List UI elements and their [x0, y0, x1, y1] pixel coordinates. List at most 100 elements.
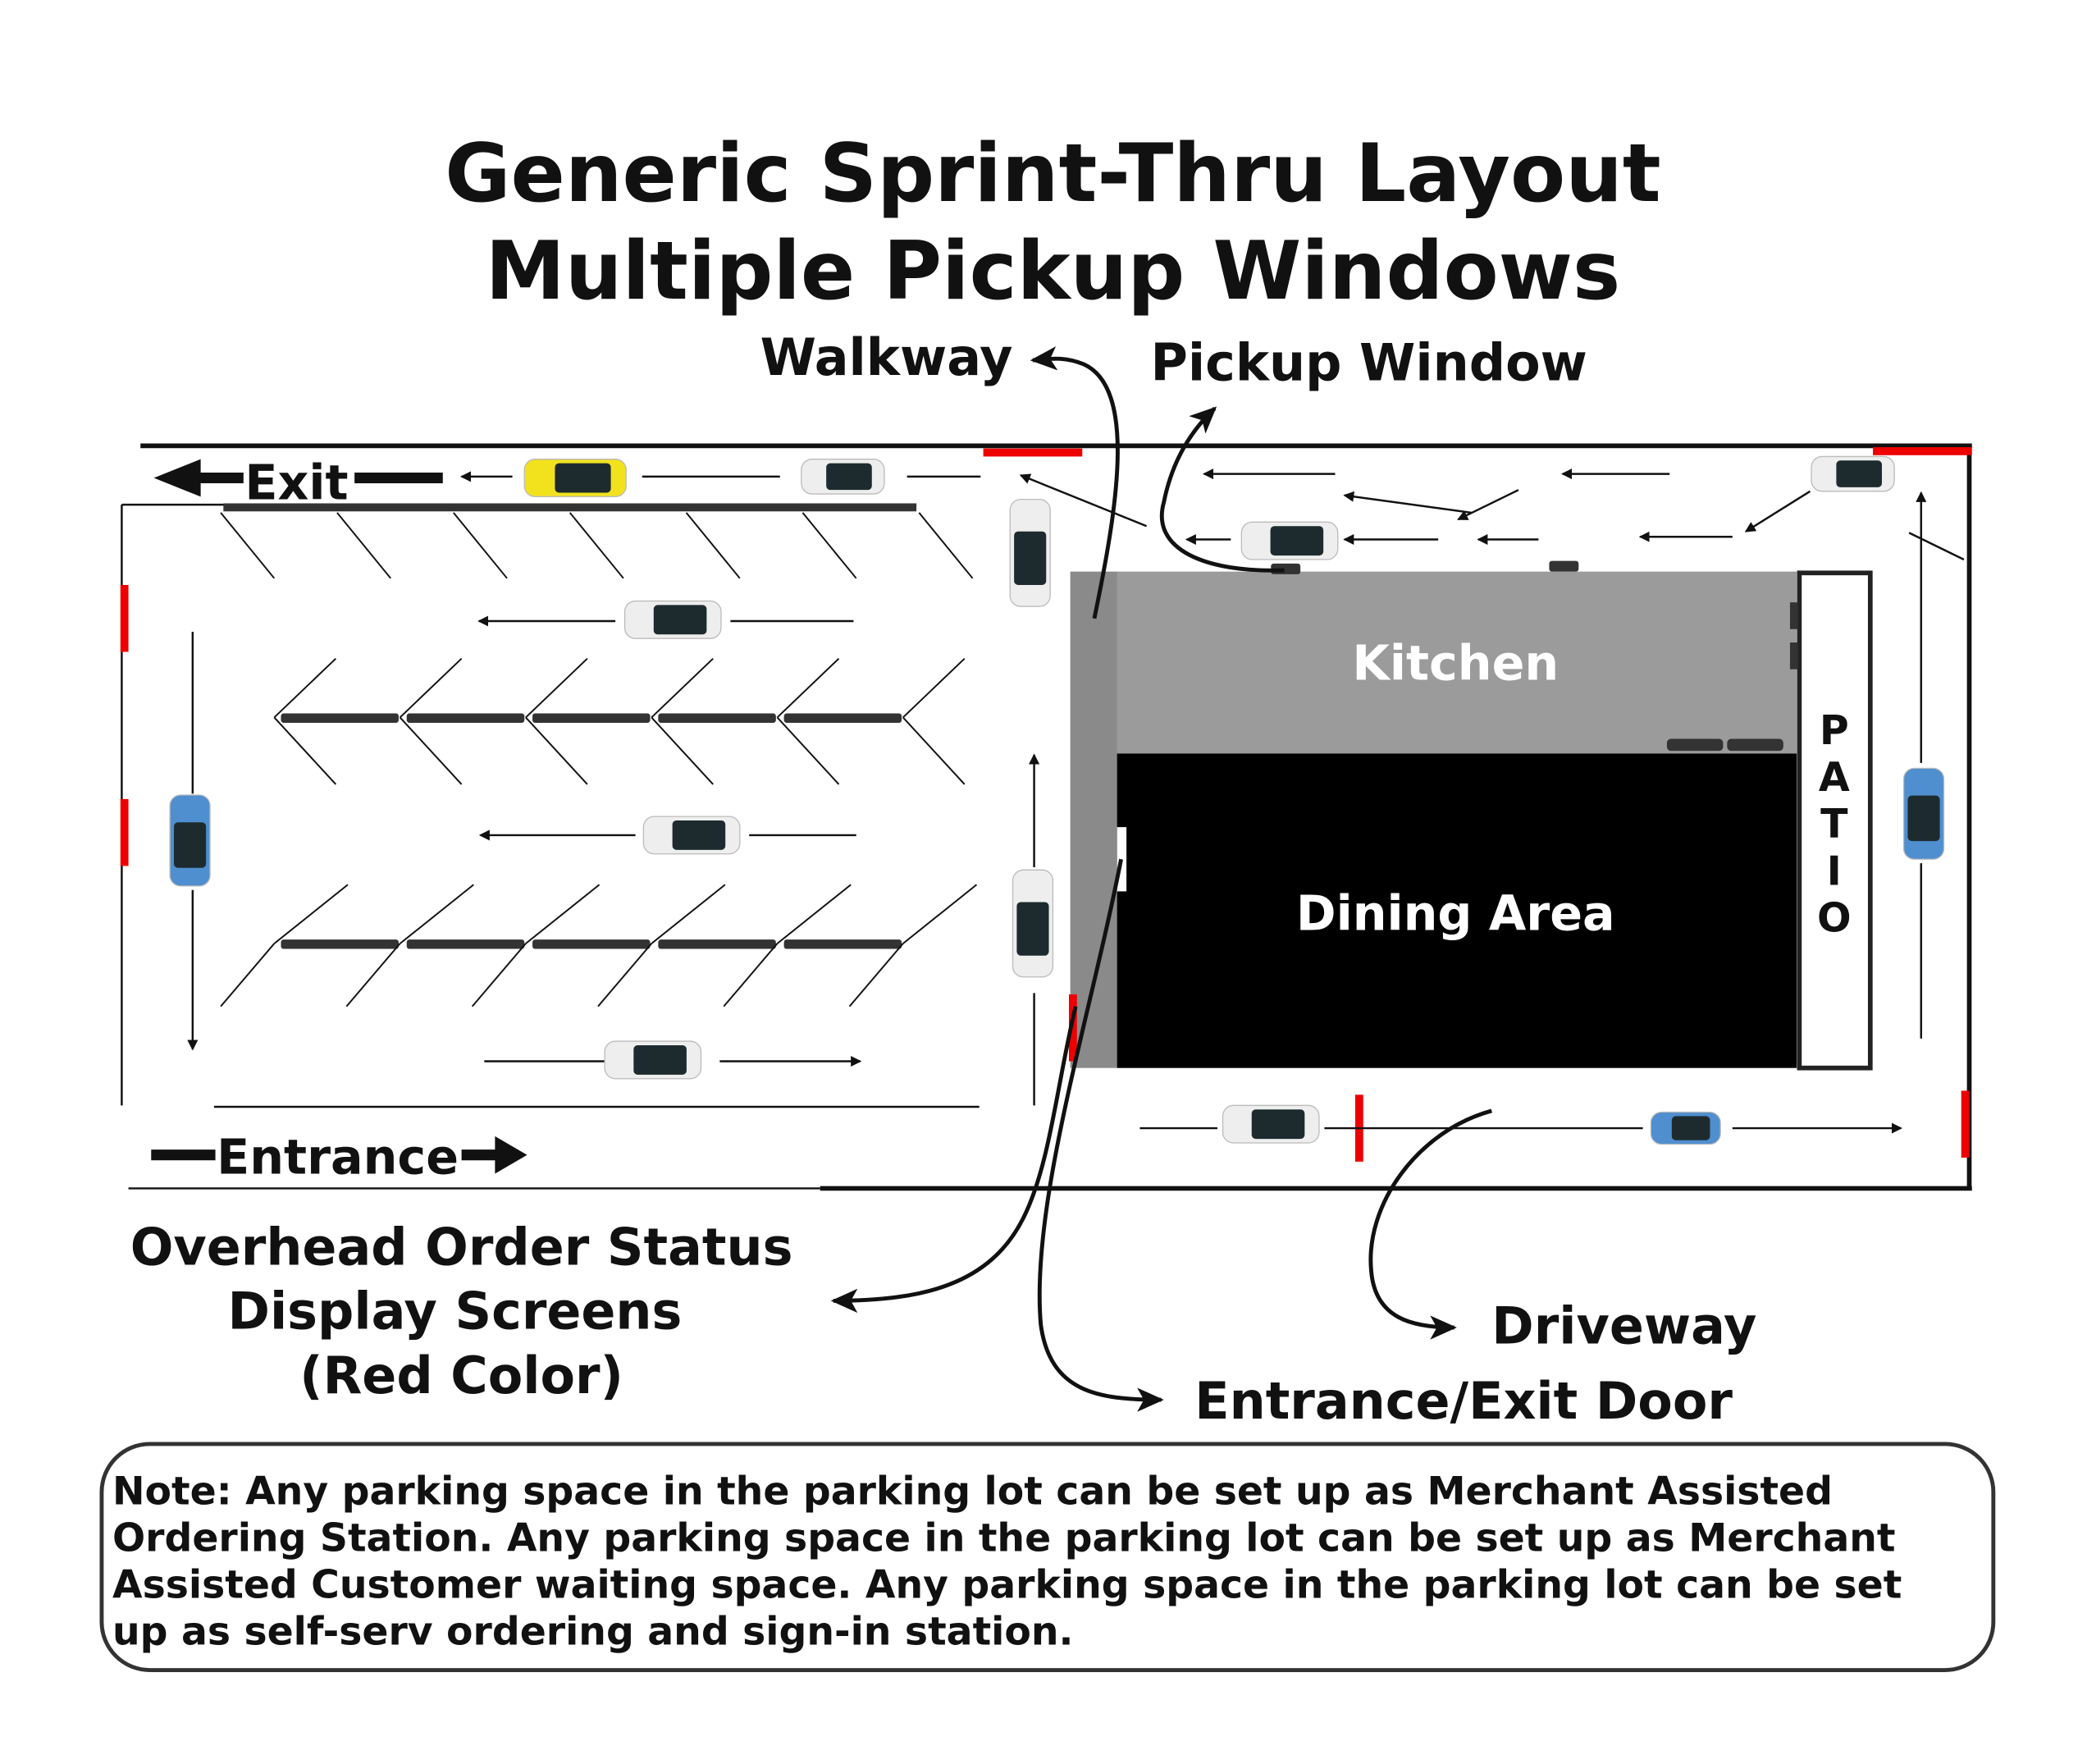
parking-divider — [658, 713, 776, 723]
stall-line — [902, 657, 966, 719]
stall-line — [597, 943, 652, 1008]
stall-line — [336, 512, 391, 579]
stall-line — [345, 943, 401, 1008]
overhead-screens-label: (Red Color) — [299, 1346, 623, 1405]
entrance-exit-door-label: Entrance/Exit Door — [1194, 1371, 1733, 1431]
car-roof — [1014, 531, 1047, 585]
car-roof — [1836, 460, 1883, 487]
screens-callout — [830, 1006, 1078, 1314]
stall-line — [273, 657, 336, 719]
parking-divider — [406, 713, 525, 723]
car-roof — [672, 820, 726, 850]
stall-line — [651, 884, 726, 944]
overhead-screens-label: Display Screens — [228, 1282, 683, 1341]
building: Kitchen Dining Area P A T I O — [1070, 560, 1873, 1071]
door-callout — [1037, 858, 1164, 1412]
pickup-window-callout — [1159, 406, 1285, 573]
stall-line — [651, 716, 714, 785]
callout-arrows — [830, 346, 1492, 1412]
car-roof — [1671, 1116, 1710, 1140]
stall-line — [399, 657, 463, 719]
display-screen — [1873, 447, 1972, 455]
counter — [1666, 738, 1724, 752]
car-icon — [623, 600, 722, 639]
car-roof — [1270, 526, 1324, 556]
car-roof — [653, 605, 707, 635]
car-icon — [1012, 869, 1054, 978]
entrance-arrow-icon — [461, 1136, 527, 1174]
stall-line — [685, 512, 741, 579]
stall-line — [723, 943, 779, 1008]
car-icon — [1811, 455, 1895, 492]
stall-line — [525, 716, 588, 785]
stall-line — [399, 884, 474, 944]
parking-stalls — [220, 503, 978, 1008]
patio-letter: O — [1817, 894, 1852, 941]
stall-line — [220, 512, 276, 579]
walkway-callout — [1030, 346, 1120, 619]
stall-line — [848, 943, 904, 1008]
driveway-label: Driveway — [1491, 1296, 1756, 1356]
stall-line — [902, 884, 978, 944]
pickup-window-label: Pickup Window — [1150, 332, 1587, 392]
car-roof — [1016, 902, 1049, 956]
stall-line — [776, 657, 840, 719]
note-line: up as self-serv ordering and sign-in sta… — [112, 1610, 1074, 1655]
entrance-sign: Entrance — [151, 1130, 527, 1186]
car-icon — [801, 459, 885, 495]
car-icon — [523, 459, 627, 497]
traffic-arrows — [187, 468, 1965, 1134]
exit-sign: Exit — [153, 455, 443, 511]
parking-divider — [532, 713, 651, 723]
parking-divider — [406, 939, 525, 949]
stall-line — [273, 716, 337, 785]
counter — [1727, 738, 1783, 752]
dining-area-label: Dining Area — [1296, 886, 1615, 942]
parking-divider — [281, 939, 399, 949]
car-icon — [1902, 767, 1945, 860]
car-roof — [555, 463, 611, 493]
stall-line — [651, 657, 714, 719]
display-screen — [983, 448, 1083, 457]
patio-letter: A — [1819, 754, 1850, 801]
car-roof — [1251, 1109, 1305, 1140]
note-line: Ordering Station. Any parking space in t… — [112, 1515, 1896, 1561]
car-icon — [1650, 1111, 1721, 1145]
pickup-window — [1549, 560, 1579, 572]
stall-line — [471, 943, 527, 1008]
pickup-window — [1789, 642, 1798, 669]
stall-line — [902, 716, 966, 785]
parking-divider — [532, 939, 651, 949]
building-wall — [1070, 571, 1119, 1068]
car-icon — [169, 794, 211, 887]
kitchen-label: Kitchen — [1352, 636, 1559, 692]
parking-curb — [223, 503, 917, 512]
stall-line — [525, 884, 601, 944]
patio-letter: I — [1827, 848, 1842, 894]
driveway-callout — [1368, 1108, 1492, 1340]
exit-bar — [354, 472, 443, 484]
car-icon — [604, 1040, 702, 1080]
note-line: Assisted Customer waiting space. Any par… — [112, 1562, 1902, 1607]
entrance-door — [1117, 827, 1127, 892]
entrance-label: Entrance — [217, 1130, 459, 1186]
patio-letter: T — [1820, 801, 1848, 848]
stall-line — [399, 716, 463, 785]
exit-arrow-icon — [153, 459, 244, 497]
stall-line — [918, 512, 974, 579]
overhead-screens-label: Overhead Order Status — [130, 1217, 793, 1277]
note-line: Note: Any parking space in the parking l… — [112, 1469, 1833, 1514]
car-roof — [174, 822, 207, 868]
stall-line — [776, 884, 852, 944]
stall-line — [776, 716, 840, 785]
entrance-bar — [151, 1149, 216, 1161]
kitchen — [1117, 571, 1797, 754]
stall-line — [801, 512, 857, 579]
title-line-1: Generic Sprint-Thru Layout — [445, 127, 1660, 221]
cars — [169, 455, 1945, 1145]
parking-divider — [783, 713, 902, 723]
display-screen — [120, 798, 129, 866]
car-icon — [1009, 498, 1051, 607]
pickup-window — [1789, 602, 1798, 629]
